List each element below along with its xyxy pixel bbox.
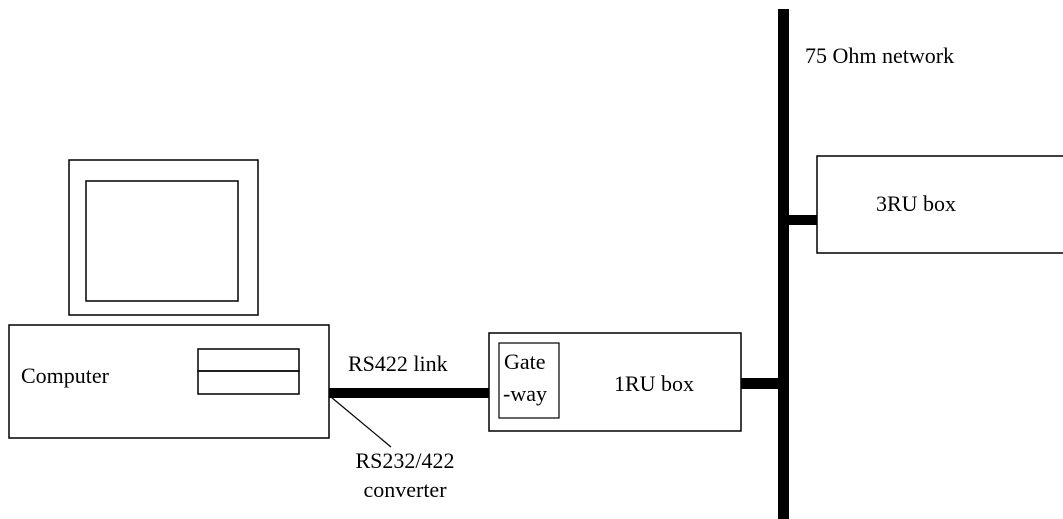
converter-pointer-line <box>330 396 392 448</box>
drive-bay-top <box>197 348 300 372</box>
gateway-label-line1: Gate <box>504 349 546 374</box>
converter-label-line2: converter <box>363 477 447 502</box>
rs422-link-cable <box>329 388 489 398</box>
gateway-label-line2: -way <box>503 381 547 406</box>
box-1ru-label: 1RU box <box>614 371 695 396</box>
box-1ru-connector <box>741 378 778 389</box>
monitor-outer <box>68 159 259 316</box>
drive-bay-bottom <box>197 370 300 395</box>
computer-case <box>8 324 330 439</box>
computer-label: Computer <box>21 363 109 388</box>
box-3ru-label: 3RU box <box>876 191 957 216</box>
network-label: 75 Ohm network <box>805 43 955 68</box>
link-label: RS422 link <box>348 351 448 376</box>
box-3ru-connector <box>789 215 817 225</box>
network-bus <box>778 9 789 519</box>
gateway-box <box>498 342 560 419</box>
converter-label-line1: RS232/422 <box>355 448 455 473</box>
box-3ru <box>816 155 1063 254</box>
monitor-screen <box>85 180 239 302</box>
